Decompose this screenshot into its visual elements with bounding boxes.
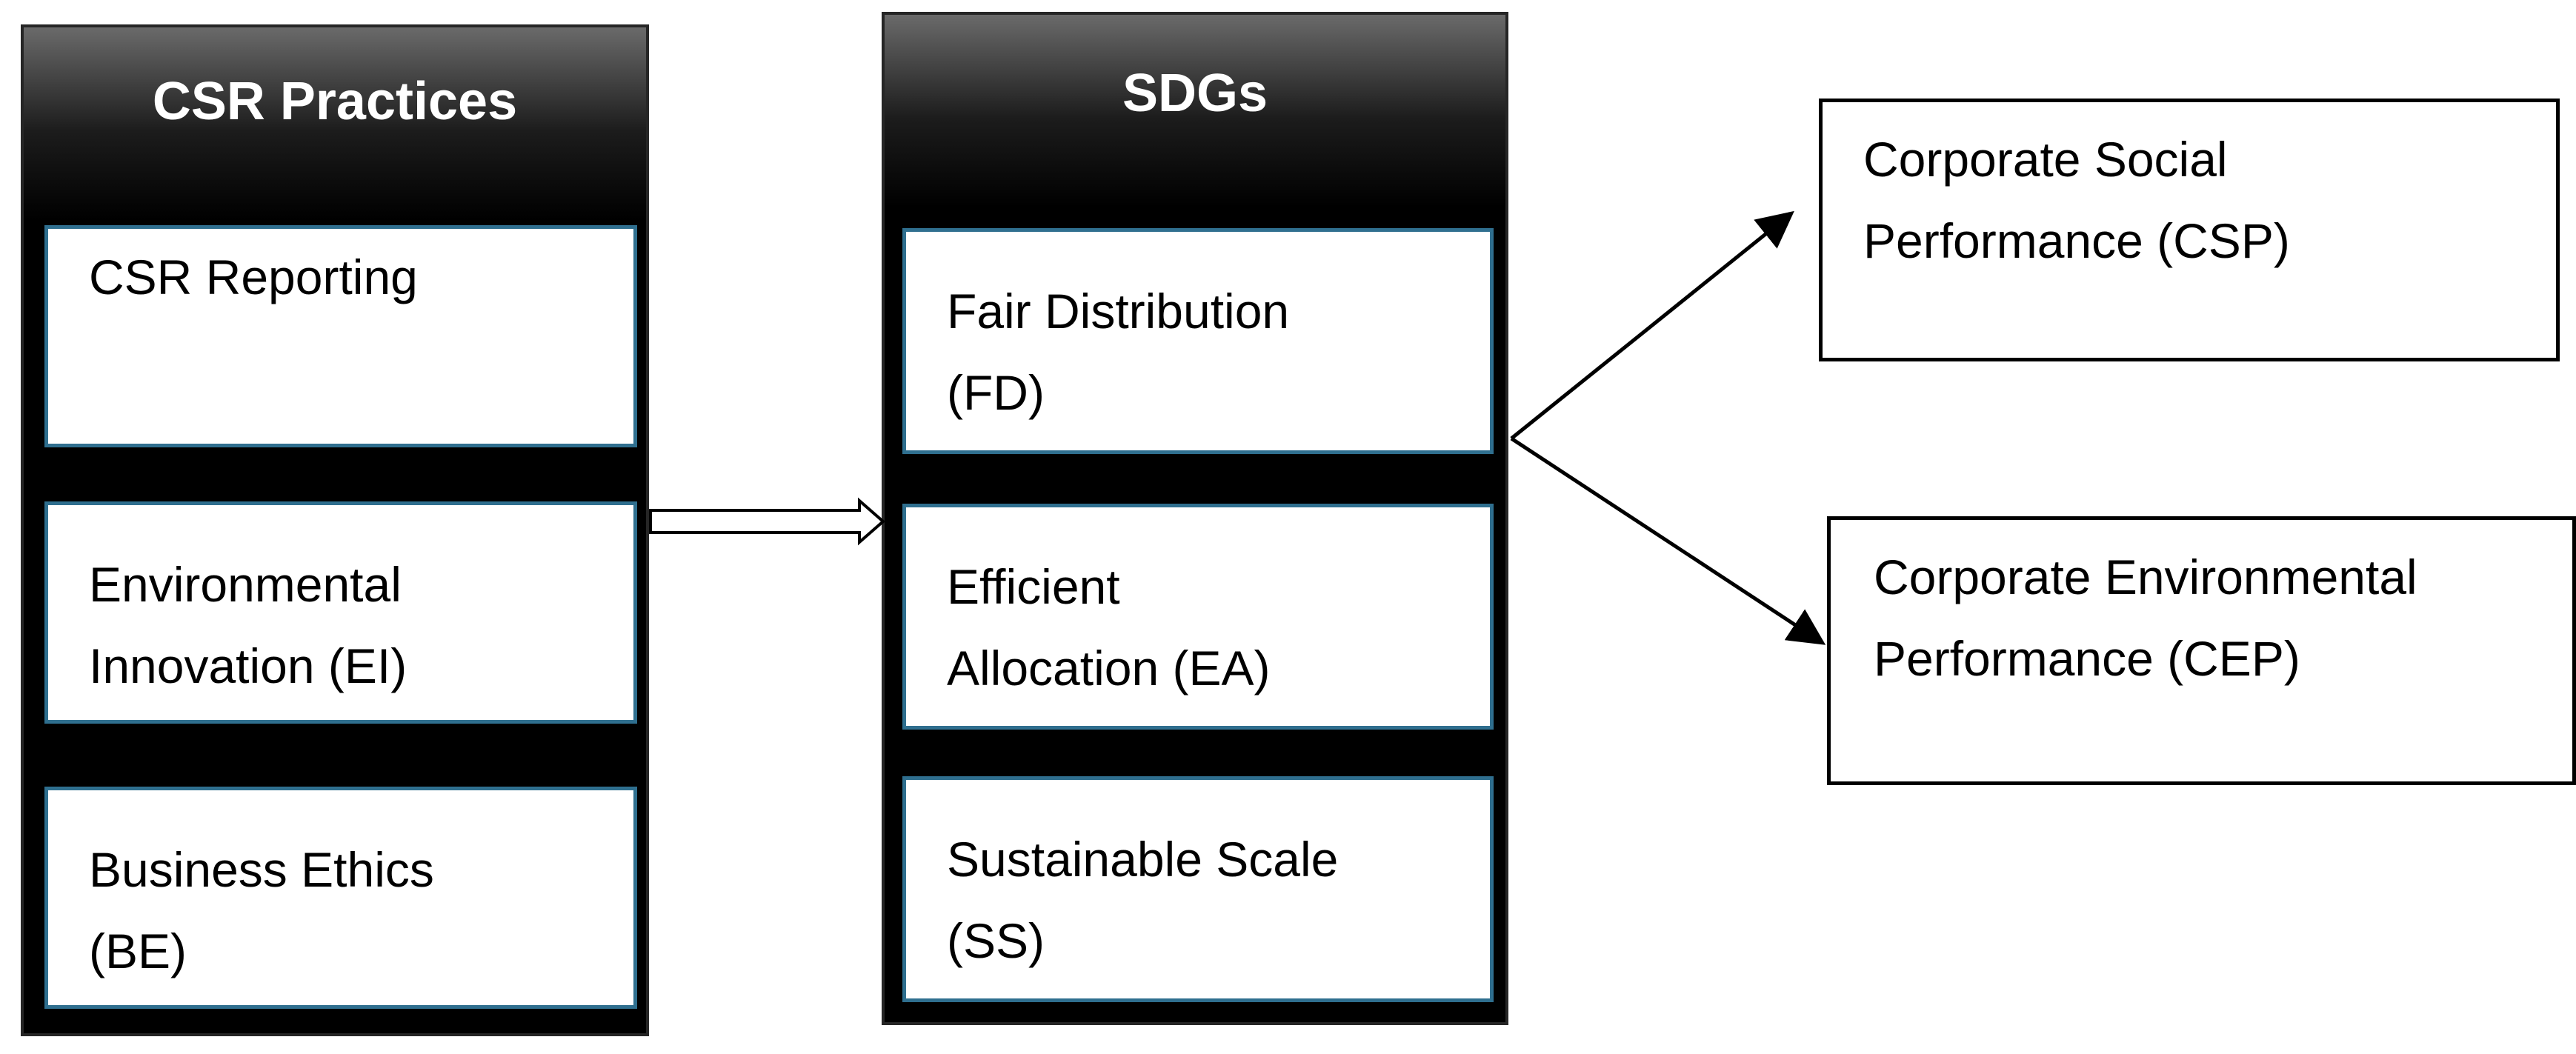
- outcome-corporate-social-performance: Corporate Social Performance (CSP): [1819, 99, 2560, 361]
- sdgs-title: SDGs: [1122, 64, 1268, 123]
- sdgs-column: SDGs Fair Distribution (FD) Efficient Al…: [882, 12, 1508, 1025]
- sdg-item-efficient-allocation: Efficient Allocation (EA): [902, 504, 1494, 730]
- sdg-item-sustainable-scale: Sustainable Scale (SS): [902, 776, 1494, 1002]
- csr-item-environmental-innovation: Environmental Innovation (EI): [44, 501, 637, 724]
- csr-practices-column: CSR Practices CSR Reporting Environmenta…: [21, 24, 649, 1036]
- sdg-item-fair-distribution: Fair Distribution (FD): [902, 228, 1494, 454]
- csr-item-csr-reporting: CSR Reporting: [44, 225, 637, 447]
- csr-practices-title: CSR Practices: [152, 72, 518, 131]
- arrow-to-csp: [1510, 210, 1794, 440]
- block-arrow: [649, 497, 886, 546]
- outcome-corporate-environmental-performance: Corporate Environmental Performance (CEP…: [1827, 516, 2576, 785]
- arrow-to-cep: [1510, 436, 1826, 645]
- csr-item-business-ethics: Business Ethics (BE): [44, 787, 637, 1009]
